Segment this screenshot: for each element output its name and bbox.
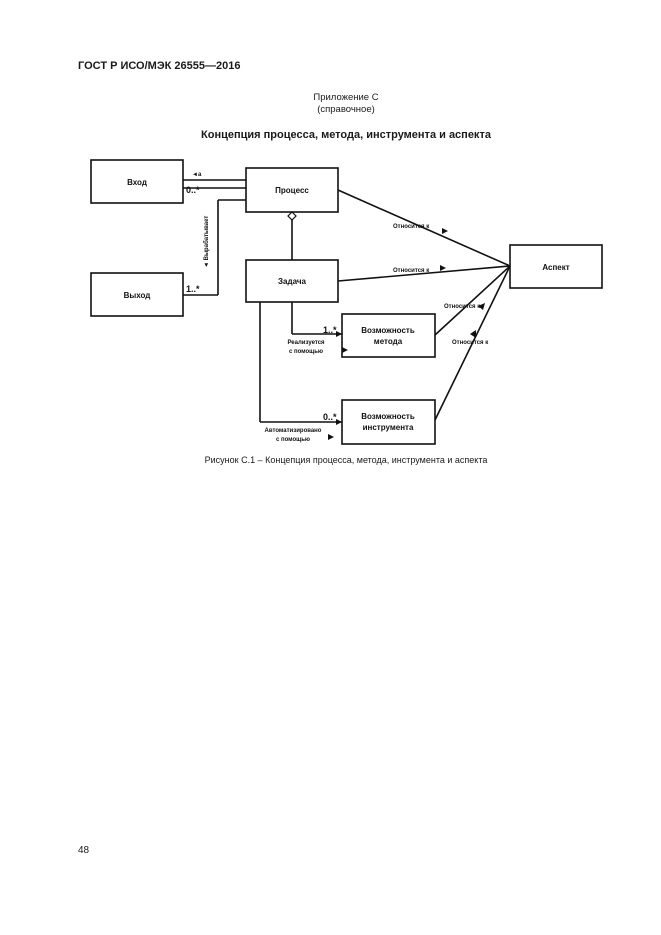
tool-multiplicity: 0..* xyxy=(323,412,337,422)
input-label: Вход xyxy=(127,178,147,187)
aggregation-diamond xyxy=(287,211,297,221)
input-box xyxy=(90,159,184,204)
process-aspect-label: Относится к xyxy=(393,224,429,230)
document-header: ГОСТ Р ИСО/МЭК 26555—2016 xyxy=(78,60,241,72)
input-multiplicity: 0..* xyxy=(186,185,200,195)
annex-subtitle: (справочное) xyxy=(317,104,375,115)
tool-box xyxy=(341,399,436,445)
tool-automated-label-2: с помощью xyxy=(276,437,310,443)
process-label: Процесс xyxy=(275,186,309,195)
figure-caption: Рисунок С.1 – Концепция процесса, метода… xyxy=(204,455,488,465)
method-box xyxy=(341,313,436,358)
method-realized-label-2: с помощью xyxy=(289,349,323,355)
task-aspect-label: Относится к xyxy=(393,268,429,274)
aspect-label: Аспект xyxy=(542,263,569,272)
output-label: Выход xyxy=(124,291,151,300)
tool-label-line1: Возможность xyxy=(361,412,415,421)
output-relation-label: ◄ Вырабатывает xyxy=(203,216,210,268)
method-label-line1: Возможность xyxy=(361,326,415,335)
tool-automated-label-1: Автоматизировано xyxy=(265,428,322,434)
method-multiplicity: 1..* xyxy=(323,325,337,335)
tool-aspect-label: Относится к xyxy=(452,340,488,346)
method-aspect-label: Относится к xyxy=(444,304,480,310)
tool-label-line2: инструмента xyxy=(363,423,414,432)
method-realized-label-1: Реализуется xyxy=(287,340,325,346)
output-multiplicity: 1..* xyxy=(186,284,200,294)
method-label-line2: метода xyxy=(374,337,403,346)
task-label: Задача xyxy=(278,277,306,286)
section-title: Концепция процесса, метода, инструмента … xyxy=(201,129,491,141)
annex-title: Приложение С xyxy=(313,92,379,103)
page-number: 48 xyxy=(78,845,90,856)
input-relation-label: ◄а xyxy=(192,172,202,178)
